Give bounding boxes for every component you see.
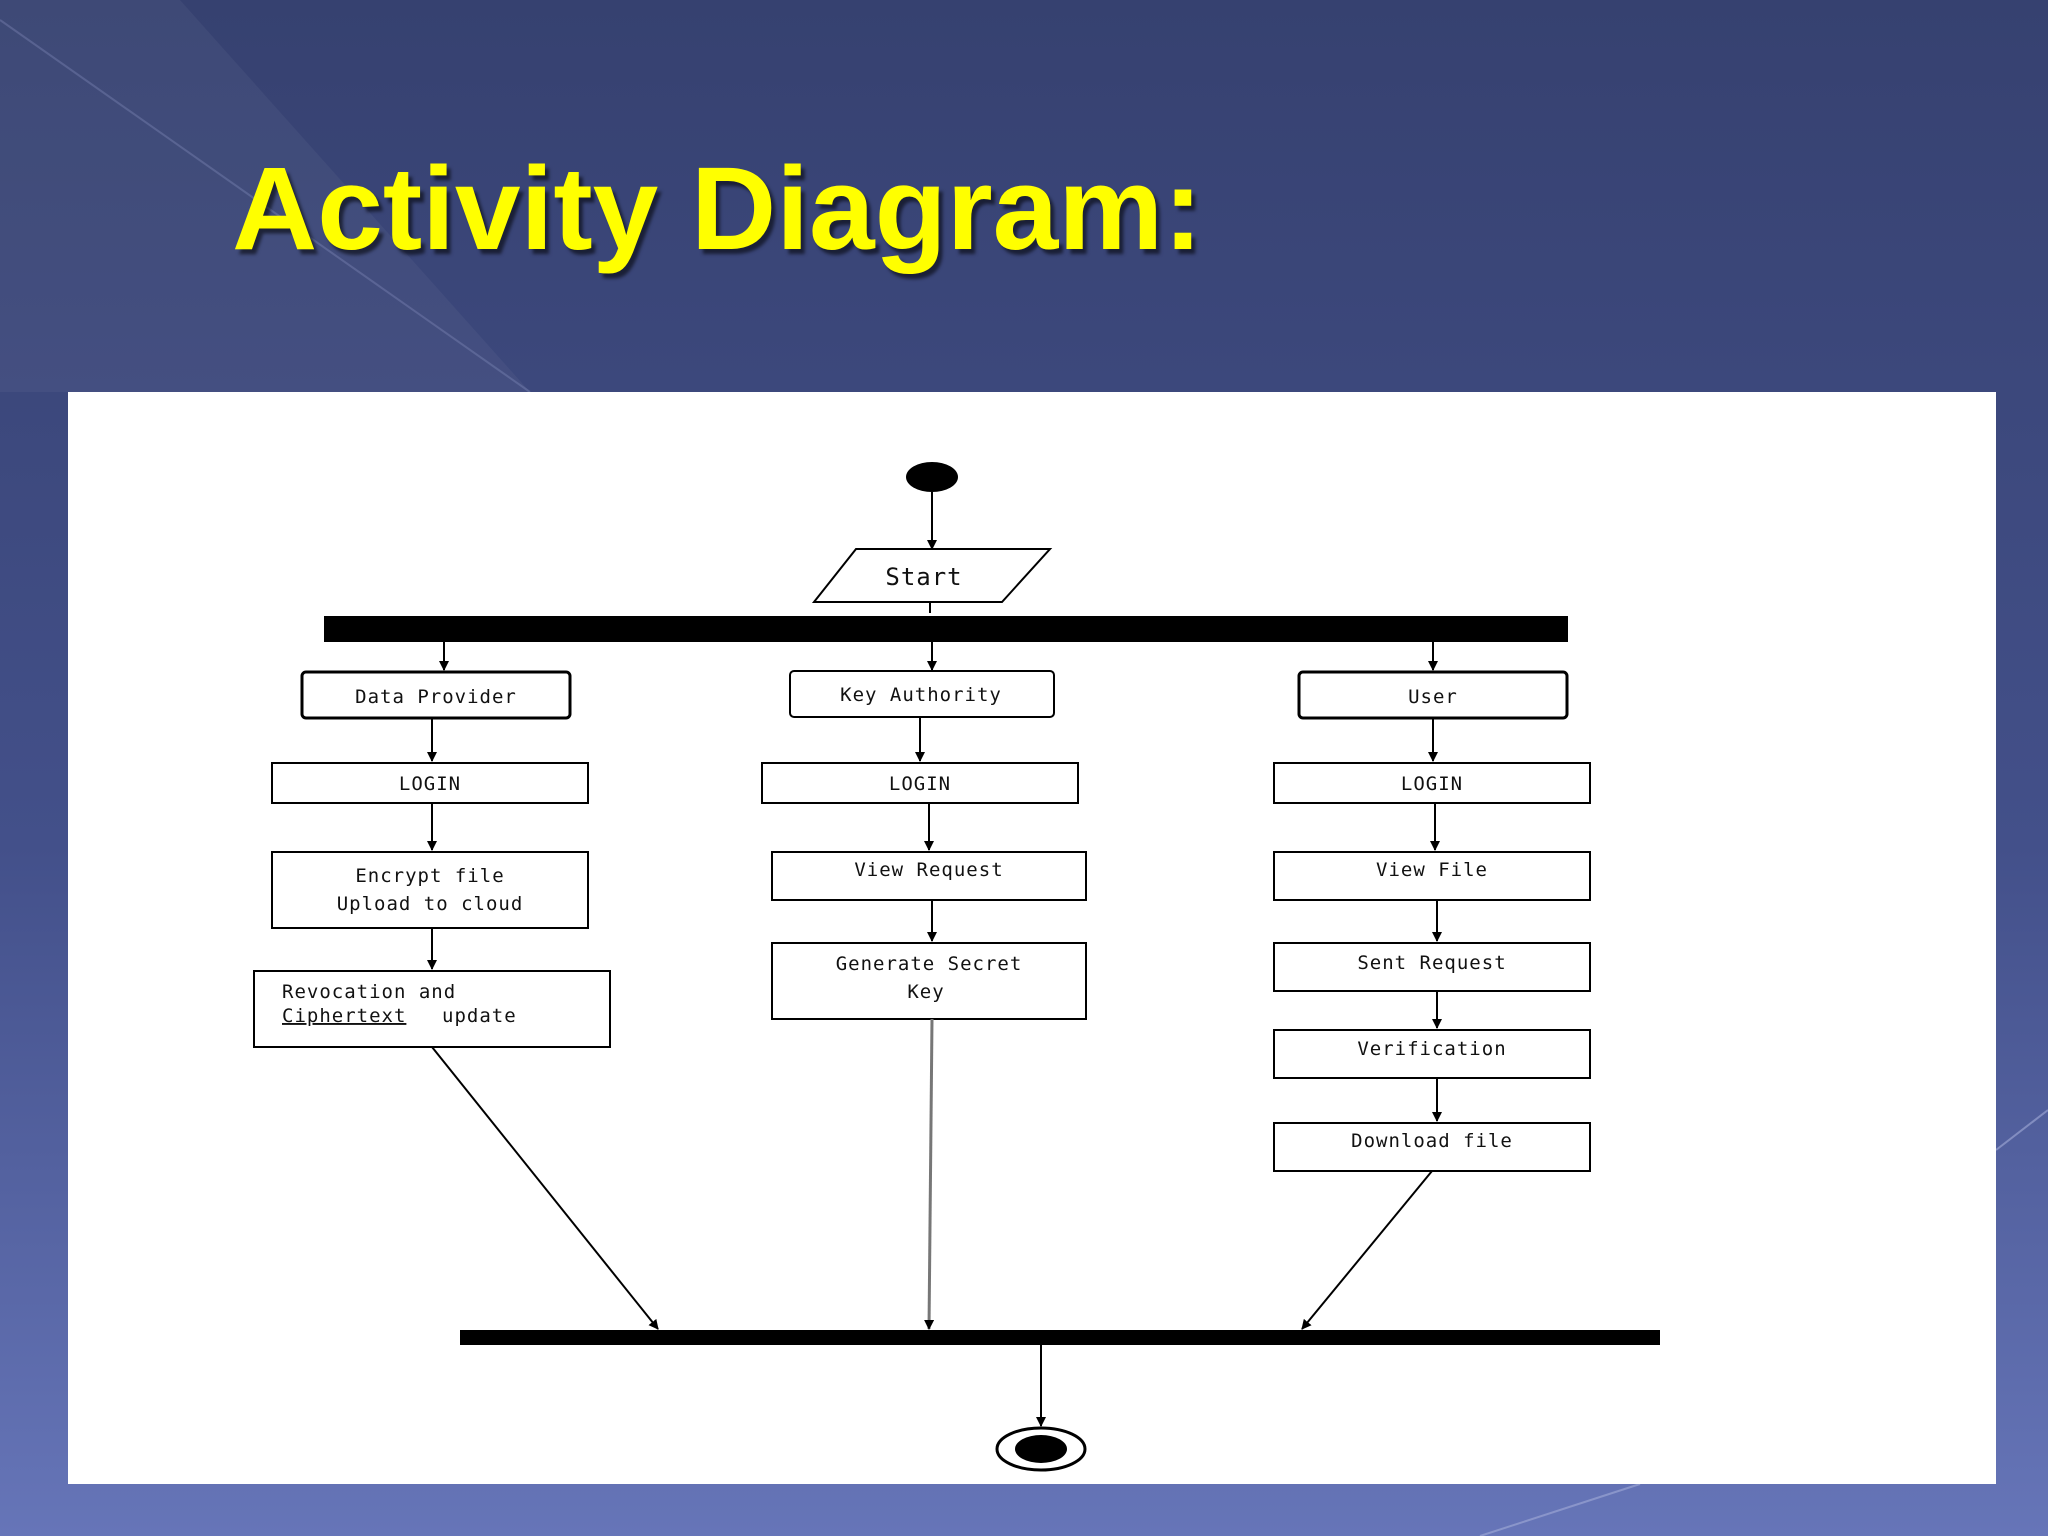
user-login-node: [1273, 762, 1591, 804]
update-label: update: [442, 1005, 517, 1027]
arrow-download-to-join: [1301, 1170, 1433, 1330]
verification-node: [1273, 1029, 1591, 1079]
start-node: [811, 548, 1053, 603]
view-file-node: [1273, 851, 1591, 901]
arrow-secret-key-to-join: [924, 1018, 935, 1330]
key-authority-label: Key Authority: [840, 684, 1002, 706]
key-authority-login-label: LOGIN: [889, 773, 951, 795]
data-provider-label: Data Provider: [355, 686, 517, 708]
data-provider-login-node: [271, 762, 589, 804]
activity-diagram: Start Data Provider LOGIN Encrypt file U…: [253, 462, 1660, 1472]
data-provider-login-label: LOGIN: [399, 773, 461, 795]
revocation-update-node: [253, 970, 611, 1048]
encrypt-file-label: Encrypt file: [355, 865, 504, 887]
key-authority-login-node: [761, 762, 1079, 804]
data-provider-node: [300, 670, 572, 720]
fork-bar: [324, 616, 1568, 642]
activity-diagram-panel: Start Data Provider LOGIN Encrypt file U…: [68, 392, 1996, 1484]
user-label: User: [1408, 686, 1458, 708]
join-bar: [460, 1330, 1660, 1345]
arrow-revocation-to-join: [431, 1046, 659, 1330]
key-authority-node: [789, 670, 1055, 718]
revocation-label: Revocation and: [282, 981, 456, 1003]
generate-secret-key-node: [771, 942, 1087, 1020]
ciphertext-label: Ciphertext: [282, 1005, 406, 1027]
user-login-label: LOGIN: [1401, 773, 1463, 795]
key-label: Key: [907, 981, 944, 1003]
sent-request-label: Sent Request: [1357, 952, 1506, 974]
view-request-node: [771, 851, 1087, 901]
verification-label: Verification: [1357, 1038, 1506, 1060]
start-label: Start: [885, 563, 962, 591]
upload-to-cloud-label: Upload to cloud: [337, 893, 524, 915]
download-file-node: [1273, 1122, 1591, 1172]
final-node: [1015, 1435, 1067, 1463]
encrypt-upload-node: [271, 851, 589, 929]
generate-secret-label: Generate Secret: [836, 953, 1023, 975]
initial-node: [906, 462, 958, 492]
view-request-label: View Request: [854, 859, 1003, 881]
view-file-label: View File: [1376, 859, 1488, 881]
slide-title: Activity Diagram:: [232, 143, 1203, 275]
sent-request-node: [1273, 942, 1591, 992]
download-file-label: Download file: [1351, 1130, 1513, 1152]
